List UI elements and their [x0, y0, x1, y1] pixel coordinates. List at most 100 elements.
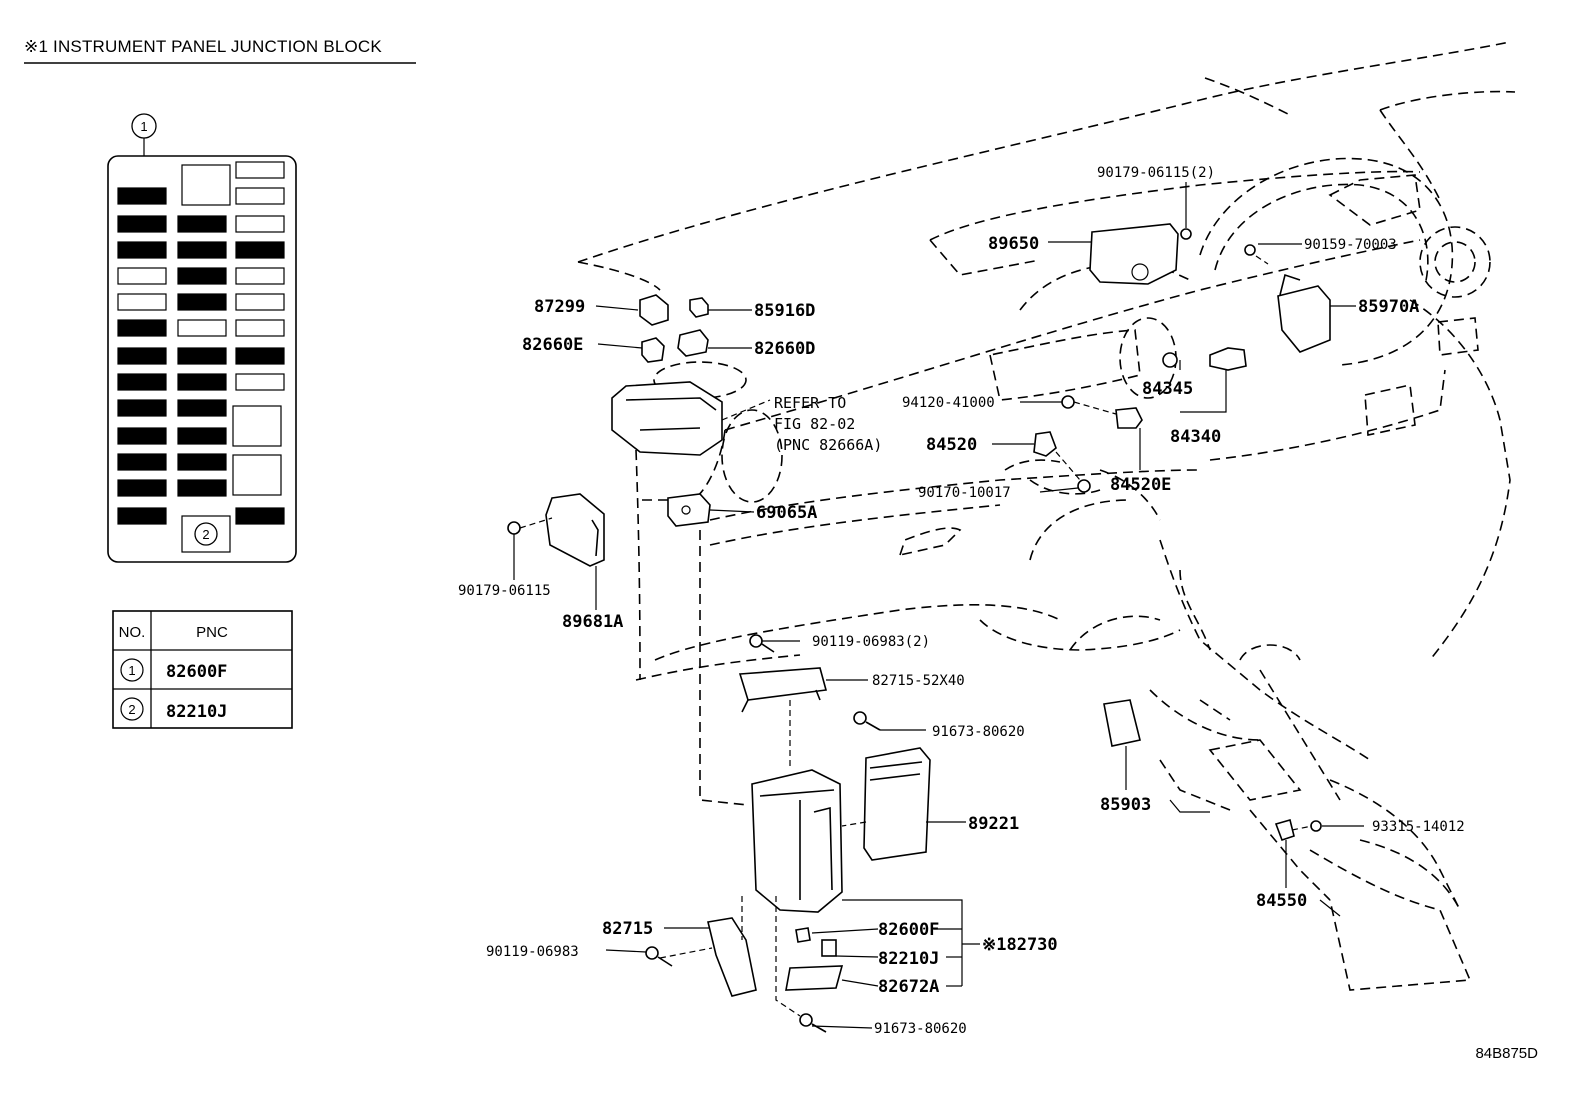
fuse-slot	[117, 267, 167, 285]
part-85903	[1103, 699, 1141, 747]
label-91673-80620: 91673-80620	[932, 724, 1025, 740]
callout-2-text: 2	[202, 527, 209, 542]
nut-90170-10017	[1077, 479, 1091, 493]
label-87299: 87299	[534, 297, 585, 317]
label-82672A: 82672A	[878, 977, 939, 997]
fuse-filled	[117, 479, 167, 497]
diagram-code: 84B875D	[1475, 1045, 1538, 1062]
fuse-filled	[177, 293, 227, 311]
fuse-filled	[117, 215, 167, 233]
fuse-filled	[177, 373, 227, 391]
label-82715: 82715	[602, 919, 653, 939]
part-82730	[751, 769, 843, 913]
refer-line-1: REFER TO	[774, 394, 846, 412]
refer-line-2: FIG 82-02	[774, 415, 855, 433]
part-82210J	[821, 939, 837, 957]
part-84345	[1162, 352, 1178, 368]
label-84520: 84520	[926, 435, 977, 455]
label-82715-52X40: 82715-52X40	[872, 673, 965, 689]
fuse-slot	[235, 161, 285, 179]
part-fuse-block-ref	[611, 381, 723, 456]
label-85916D: 85916D	[754, 301, 815, 321]
part-84520E	[1115, 407, 1143, 429]
label-90159-70003: 90159-70003	[1304, 237, 1397, 253]
fuse-filled	[117, 373, 167, 391]
table-header-pnc: PNC	[196, 624, 228, 641]
label-82730: ※182730	[982, 935, 1058, 955]
part-82715-52X40	[738, 667, 828, 713]
relay-slot	[181, 164, 231, 206]
fuse-filled	[177, 427, 227, 445]
nut-90179-06115	[1180, 228, 1192, 240]
part-89650	[1089, 223, 1179, 285]
refer-line-3: (PNC 82666A)	[774, 436, 882, 454]
junction-block-layout: 1 2	[107, 113, 297, 563]
callout-circle-2	[194, 522, 218, 546]
fuse-filled	[117, 347, 167, 365]
relay-slot	[232, 454, 282, 496]
fuse-filled	[117, 507, 167, 525]
part-82660D	[677, 329, 709, 357]
relay-slot	[232, 405, 282, 447]
label-89681A: 89681A	[562, 612, 623, 632]
label-85903: 85903	[1100, 795, 1151, 815]
fuse-filled	[235, 347, 285, 365]
label-90179-06115: 90179-06115	[458, 583, 551, 599]
label-82660E: 82660E	[522, 335, 583, 355]
part-89681A	[545, 493, 605, 567]
label-82660D: 82660D	[754, 339, 815, 359]
fuse-filled	[177, 241, 227, 259]
fuse-filled	[177, 215, 227, 233]
fuse-filled	[235, 507, 285, 525]
fuse-filled	[177, 479, 227, 497]
label-89221: 89221	[968, 814, 1019, 834]
fuse-slot	[235, 319, 285, 337]
bolt-93315-14012	[1310, 820, 1322, 832]
label-84345: 84345	[1142, 379, 1193, 399]
label-90119-06983: 90119-06983	[486, 944, 579, 960]
fuse-filled	[117, 319, 167, 337]
fuse-filled	[177, 347, 227, 365]
part-69065A	[667, 493, 711, 527]
label-90119-06983-2: 90119-06983(2)	[812, 634, 930, 650]
fuse-filled	[117, 453, 167, 471]
label-90170-10017: 90170-10017	[918, 485, 1011, 501]
label-82600F: 82600F	[878, 920, 939, 940]
fuse-filled	[117, 427, 167, 445]
fuse-filled	[117, 187, 167, 205]
fuse-grid	[117, 161, 285, 525]
part-84550	[1274, 819, 1295, 842]
label-94120-41000: 94120-41000	[902, 395, 995, 411]
part-84520	[1033, 431, 1057, 457]
table-row-no: 1	[128, 663, 135, 678]
label-91673-80620-b: 91673-80620	[874, 1021, 967, 1037]
part-82672A	[785, 965, 844, 991]
part-85970A	[1277, 273, 1331, 353]
bolt-91673-80620	[853, 711, 881, 731]
nut-94120-41000	[1061, 395, 1075, 409]
fuse-filled	[117, 399, 167, 417]
part-85916D	[689, 297, 709, 318]
label-85970A: 85970A	[1358, 297, 1419, 317]
leader-lines	[513, 182, 1364, 1029]
part-82715	[707, 917, 757, 997]
fuse-filled	[117, 241, 167, 259]
label-93315-14012: 93315-14012	[1372, 819, 1465, 835]
fuse-slot	[235, 215, 285, 233]
fuse-slot	[235, 373, 285, 391]
fuse-slot	[235, 293, 285, 311]
bolt-90119-06983-b	[645, 946, 673, 967]
bolt-91673-80620-b	[799, 1013, 827, 1033]
part-87299	[639, 294, 669, 326]
label-84520E: 84520E	[1110, 475, 1171, 495]
label-84340: 84340	[1170, 427, 1221, 447]
label-90179-06115-2: 90179-06115(2)	[1097, 165, 1215, 181]
fuse-slot	[235, 267, 285, 285]
pnc-table: NO. PNC 1 82600F 2 82210J	[112, 610, 293, 729]
part-89221	[863, 747, 931, 861]
label-84550: 84550	[1256, 891, 1307, 911]
diagram-title: ※1 INSTRUMENT PANEL JUNCTION BLOCK	[24, 37, 382, 56]
bolt-90119-06983	[749, 634, 775, 653]
fuse-slot	[177, 319, 227, 337]
